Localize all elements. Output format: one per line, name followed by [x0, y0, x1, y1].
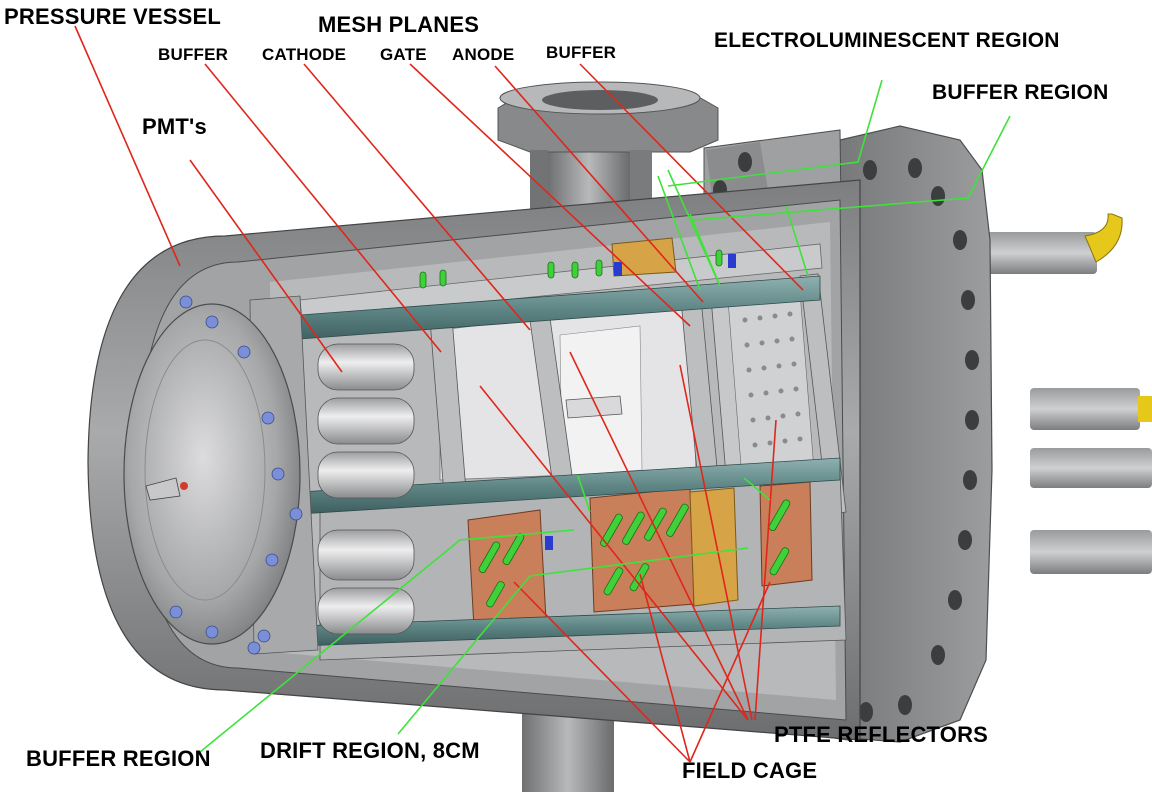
- label-buffer-region-left: BUFFER REGION: [26, 746, 211, 771]
- dome-valve: [145, 477, 188, 501]
- label-ptfe-reflectors: PTFE REFLECTORS: [774, 722, 989, 747]
- top-port-pipe: [497, 81, 719, 210]
- label-gate: GATE: [380, 45, 427, 64]
- label-pmts: PMT's: [142, 114, 207, 139]
- label-pressure-vessel: PRESSURE VESSEL: [4, 4, 221, 29]
- label-electroluminescent-region: ELECTROLUMINESCENT REGION: [714, 29, 1060, 52]
- label-buffer-region-right: BUFFER REGION: [932, 81, 1109, 104]
- right-feedthrough-pipes: [985, 213, 1152, 574]
- label-anode: ANODE: [452, 45, 515, 64]
- label-cathode: CATHODE: [262, 45, 347, 64]
- callout-lines-red: [74, 25, 804, 763]
- label-mesh-planes: MESH PLANES: [318, 12, 480, 37]
- label-buffer-top-2: BUFFER: [546, 43, 617, 62]
- pmt-array: [317, 343, 415, 635]
- callout-lines-green: [199, 79, 1011, 753]
- field-cage-structure: [259, 237, 847, 661]
- label-buffer-top: BUFFER: [158, 45, 229, 64]
- label-field-cage: FIELD CAGE: [682, 758, 818, 783]
- end-cap-dome: [123, 295, 319, 655]
- label-drift-region: DRIFT REGION, 8CM: [260, 738, 480, 763]
